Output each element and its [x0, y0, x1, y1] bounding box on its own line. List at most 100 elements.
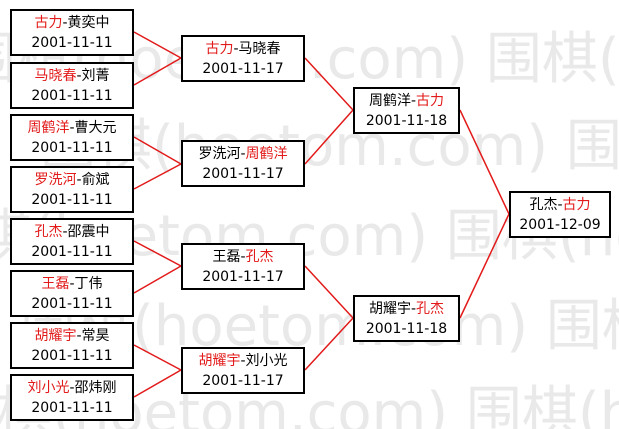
match-date: 2001-11-11 — [31, 243, 113, 260]
player-2: 古力 — [416, 92, 445, 109]
match-players: 古力-马晓春 — [205, 39, 280, 59]
connector-line — [133, 240, 182, 267]
match-r1-6: 王磊-丁伟 2001-11-11 — [10, 270, 134, 317]
player-1: 胡耀宇 — [368, 300, 411, 317]
player-2: 刘小光 — [245, 352, 288, 369]
separator: - — [62, 14, 68, 31]
player-1: 孔杰 — [529, 196, 558, 213]
connector-line — [459, 109, 510, 215]
match-date: 2001-11-17 — [202, 60, 284, 77]
match-date: 2001-11-11 — [31, 87, 113, 104]
separator: - — [557, 196, 563, 213]
separator: - — [76, 327, 82, 344]
separator: - — [233, 40, 239, 57]
player-2: 周鹤洋 — [245, 145, 288, 162]
match-r1-1: 古力-黄奕中 2001-11-11 — [10, 9, 134, 56]
player-2: 常昊 — [81, 327, 110, 344]
connector-line — [133, 136, 182, 165]
player-1: 王磊 — [41, 275, 70, 292]
player-1: 罗洗河 — [34, 171, 77, 188]
match-date: 2001-11-11 — [31, 399, 113, 416]
player-1: 胡耀宇 — [34, 327, 77, 344]
match-players: 刘小光-邵炜刚 — [27, 378, 116, 398]
separator: - — [69, 119, 75, 136]
match-players: 古力-黄奕中 — [34, 13, 109, 33]
player-1: 周鹤洋 — [368, 92, 411, 109]
match-players: 周鹤洋-曹大元 — [27, 118, 116, 138]
match-players: 胡耀宇-刘小光 — [198, 351, 287, 371]
player-1: 孔杰 — [34, 223, 63, 240]
separator: - — [69, 275, 75, 292]
match-date: 2001-11-11 — [31, 191, 113, 208]
match-final: 孔杰-古力 2001-12-09 — [509, 191, 611, 238]
match-r1-4: 罗洗河-俞斌 2001-11-11 — [10, 166, 134, 213]
match-r1-2: 马晓春-刘菁 2001-11-11 — [10, 62, 134, 109]
match-players: 孔杰-古力 — [529, 195, 590, 215]
player-2: 丁伟 — [74, 275, 103, 292]
match-date: 2001-11-11 — [31, 34, 113, 51]
match-date: 2001-11-11 — [31, 139, 113, 156]
separator: - — [76, 171, 82, 188]
match-sf-1: 周鹤洋-古力 2001-11-18 — [353, 87, 460, 134]
player-1: 周鹤洋 — [27, 119, 70, 136]
match-players: 王磊-孔杰 — [212, 247, 273, 267]
match-players: 周鹤洋-古力 — [369, 91, 444, 111]
player-2: 曹大元 — [74, 119, 117, 136]
player-2: 孔杰 — [245, 248, 274, 265]
match-players: 罗洗河-周鹤洋 — [198, 144, 287, 164]
player-2: 马晓春 — [238, 40, 281, 57]
connector-line — [133, 265, 182, 294]
match-date: 2001-12-09 — [519, 216, 601, 233]
match-date: 2001-11-17 — [202, 372, 284, 389]
match-date: 2001-11-17 — [202, 165, 284, 182]
separator: - — [410, 300, 417, 317]
connector-line — [133, 369, 182, 398]
connector-line — [133, 163, 182, 190]
connector-line — [304, 317, 354, 371]
match-players: 罗洗河-俞斌 — [34, 170, 109, 190]
separator: - — [69, 379, 75, 396]
separator: - — [240, 248, 246, 265]
match-players: 马晓春-刘菁 — [34, 66, 109, 86]
connector-line — [133, 344, 182, 371]
player-1: 古力 — [34, 14, 63, 31]
connector-line — [304, 265, 354, 319]
player-1: 王磊 — [212, 248, 241, 265]
watermark-text: 围棋(hoetom.com) 围棋(hoetom.com) — [40, 114, 619, 179]
player-2: 俞斌 — [81, 171, 110, 188]
connector-line — [304, 57, 354, 111]
player-2: 黄奕中 — [67, 14, 110, 31]
match-r1-7: 胡耀宇-常昊 2001-11-11 — [10, 322, 134, 369]
connector-line — [133, 57, 182, 86]
player-1: 马晓春 — [34, 67, 77, 84]
player-2: 邵炜刚 — [74, 379, 117, 396]
match-sf-2: 胡耀宇-孔杰 2001-11-18 — [353, 295, 460, 342]
player-1: 罗洗河 — [198, 145, 241, 162]
connector-line — [459, 213, 510, 319]
match-r2-3: 王磊-孔杰 2001-11-17 — [181, 243, 305, 290]
match-players: 胡耀宇-孔杰 — [369, 299, 444, 319]
match-players: 胡耀宇-常昊 — [34, 326, 109, 346]
player-2: 古力 — [562, 196, 591, 213]
separator: - — [240, 145, 246, 162]
player-2: 刘菁 — [81, 67, 110, 84]
match-date: 2001-11-18 — [365, 320, 448, 337]
match-players: 王磊-丁伟 — [41, 274, 102, 294]
match-r2-2: 罗洗河-周鹤洋 2001-11-17 — [181, 140, 305, 187]
player-1: 古力 — [205, 40, 234, 57]
player-2: 孔杰 — [416, 300, 445, 317]
match-r1-5: 孔杰-邵震中 2001-11-11 — [10, 218, 134, 265]
separator: - — [410, 92, 417, 109]
match-date: 2001-11-18 — [365, 112, 448, 129]
match-r1-3: 周鹤洋-曹大元 2001-11-11 — [10, 114, 134, 161]
player-1: 刘小光 — [27, 379, 70, 396]
match-date: 2001-11-17 — [202, 268, 284, 285]
connector-line — [133, 31, 182, 59]
match-r1-8: 刘小光-邵炜刚 2001-11-11 — [10, 374, 134, 421]
separator: - — [240, 352, 246, 369]
separator: - — [76, 67, 82, 84]
match-r2-4: 胡耀宇-刘小光 2001-11-17 — [181, 347, 305, 394]
match-date: 2001-11-11 — [31, 347, 113, 364]
player-1: 胡耀宇 — [198, 352, 241, 369]
